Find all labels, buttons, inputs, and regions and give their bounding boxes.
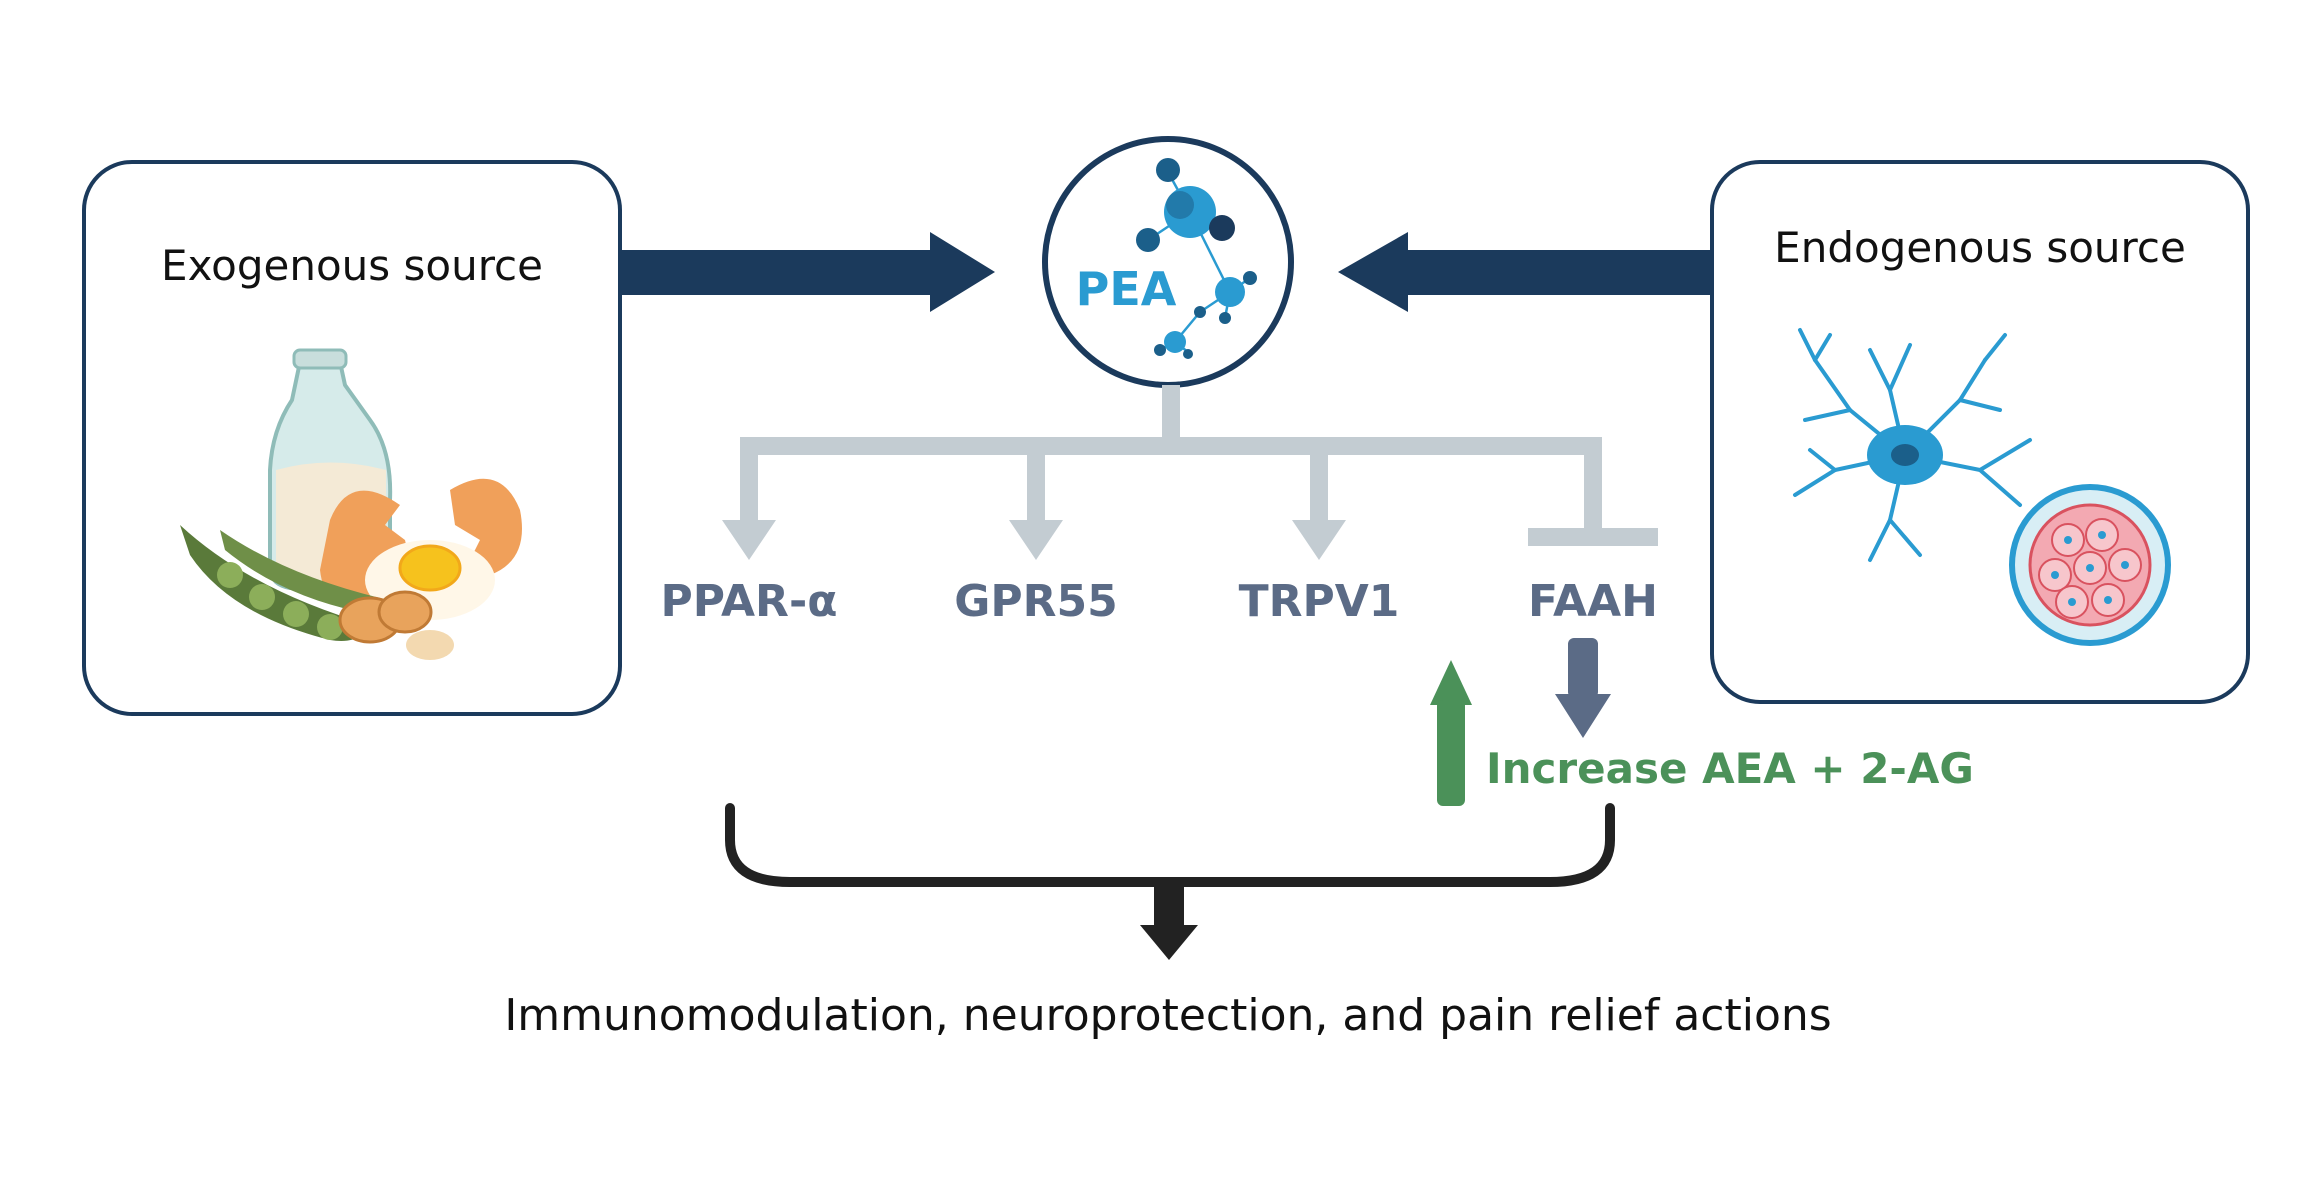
endogenous-to-pea-arrow xyxy=(1338,232,1712,312)
convergence-bracket xyxy=(725,803,1615,887)
outcome-arrow xyxy=(1140,882,1198,960)
endogenous-source-title: Endogenous source xyxy=(1774,223,2186,272)
outcome-text: Immunomodulation, neuroprotection, and p… xyxy=(504,990,1831,1041)
receptor-trpv1: TRPV1 xyxy=(1239,576,1400,627)
pea-label: PEA xyxy=(1076,262,1177,316)
receptor-gpr55: GPR55 xyxy=(954,576,1117,627)
food-illustration-icon xyxy=(180,348,522,660)
endogenous-source-panel: Endogenous source xyxy=(1710,160,2250,704)
increase-aea-2ag-label: Increase AEA + 2-AG xyxy=(1486,744,1974,793)
receptor-ppar-alpha: PPAR-α xyxy=(661,576,838,627)
cell-cluster-icon xyxy=(2009,484,2171,646)
neuron-icon xyxy=(1793,328,2032,562)
exogenous-to-pea-arrow xyxy=(620,232,995,312)
receptor-faah: FAAH xyxy=(1528,576,1658,627)
exogenous-source-panel: Exogenous source xyxy=(82,160,622,716)
exogenous-source-title: Exogenous source xyxy=(161,241,543,290)
faah-decrease-arrow xyxy=(1555,638,1611,738)
increase-up-arrow xyxy=(1430,660,1472,806)
pea-molecule-node: PEA xyxy=(1042,136,1294,388)
receptor-branch-lines xyxy=(722,385,1658,560)
